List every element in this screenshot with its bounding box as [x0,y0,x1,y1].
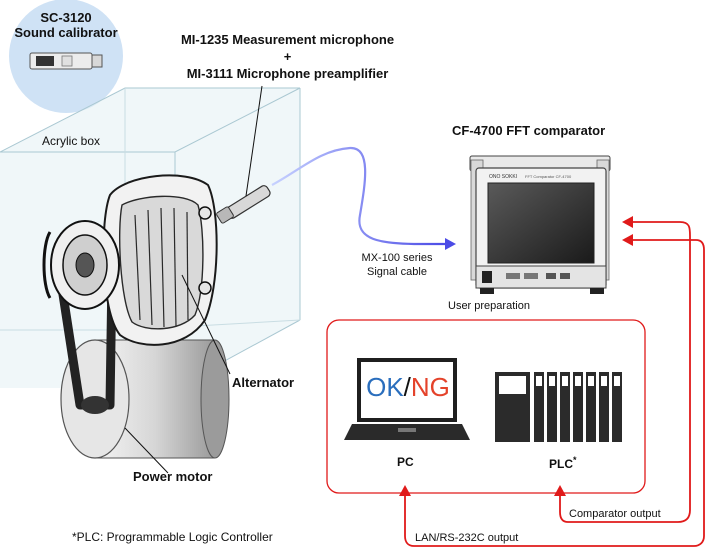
comparator-output-label: Comparator output [569,508,661,520]
comparator-output-arrow-end [554,485,566,496]
calibrator-name: Sound calibrator [14,25,118,40]
signal-cable-line2: Signal cable [367,266,427,278]
microphone-leader-line [245,85,263,197]
alternator-image [42,174,218,346]
comparator-title: CF-4700 FFT comparator [452,123,606,138]
comparator-brand: ONO SOKKI [489,174,517,180]
lan-output-line [404,239,705,547]
pc-screen-text: OK/NG [364,372,452,402]
user-preparation-label: User preparation [448,300,530,312]
power-motor-leader-line [124,427,169,474]
microphone-line1: MI-1235 Measurement microphone [180,32,395,47]
calibrator-model: SC-3120 [40,10,92,25]
signal-cable-line1: MX-100 series [361,252,433,264]
pc-screen-ng: NG [410,372,450,402]
microphone-plus: + [283,49,292,64]
calibrator-label: SC-3120 Sound calibrator [6,10,126,40]
plc-rack-image [495,372,622,442]
footnote: *PLC: Programmable Logic Controller [72,530,273,544]
plc-label: PLC [549,457,573,471]
signal-cable [271,146,445,246]
power-motor-image [55,274,230,459]
microphone-line2: MI-3111 Microphone preamplifier [186,66,389,81]
pc-screen-ok: OK [366,372,404,402]
pc-screen-slash: / [403,372,411,402]
signal-cable-arrowhead [445,238,456,250]
comparator-screen [487,182,595,264]
sound-calibrator-image [29,52,103,70]
microphone-image [216,185,271,224]
pc-laptop-image [344,358,470,440]
alternator-leader-line [181,274,231,375]
alternator-label: Alternator [232,375,295,390]
comparator-screen-caption: FFT Comparator CF-4700 [525,174,572,179]
lan-output-label: LAN/RS-232C output [415,532,519,544]
plc-footnote-mark: * [573,455,577,465]
comparator-output-arrow-start [622,216,633,228]
lan-output-arrow-start [622,234,633,246]
signal-cable-label: MX-100 series Signal cable [342,251,452,279]
calibrator-group [9,0,123,113]
plc-label-group: PLC* [549,455,577,471]
power-motor-label: Power motor [133,469,213,484]
lan-output-arrow-end [399,485,411,496]
user-preparation-box [326,319,646,494]
microphone-label: MI-1235 Measurement microphone + MI-3111… [150,31,425,82]
fft-comparator-device: ONO SOKKI FFT Comparator CF-4700 [469,155,611,294]
pc-label: PC [397,455,414,469]
comparator-output-line [559,221,691,523]
acrylic-box-label: Acrylic box [42,134,101,148]
